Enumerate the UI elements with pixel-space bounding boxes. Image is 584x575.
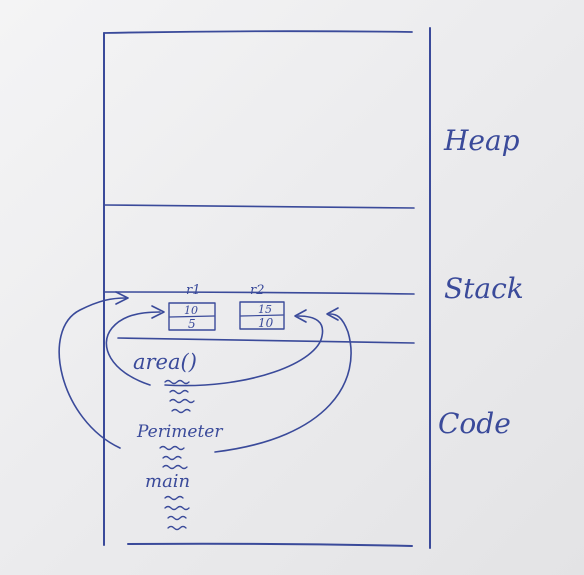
object-r1-bottom-value: 5 [188,317,196,331]
area-to-r2-arrowhead [294,309,307,323]
heap-stack-divider [103,204,415,209]
object-r2-box [239,301,285,330]
function-perimeter-label: Perimeter [136,422,223,442]
area-to-r1-arrowhead [151,305,165,319]
code-lines-area [164,379,195,414]
area-to-r1-arrow [105,311,161,386]
object-r1-name: r1 [186,283,201,298]
object-r2-top-value: 15 [258,303,272,316]
outer-reference-arrowhead [115,291,129,305]
area-to-r2-arrow [164,315,324,387]
code-lines-perimeter [159,445,188,470]
perimeter-to-r2-arrowhead [326,307,339,321]
perimeter-to-r2-arrow [214,313,352,453]
code-label: Code [438,407,511,440]
function-area-label: area() [133,350,197,374]
object-r2-field-divider [240,314,284,317]
function-main-label: main [145,471,190,492]
object-r1-field-divider [169,315,215,318]
object-r1-box [168,302,216,331]
object-r2-bottom-value: 10 [258,316,274,330]
object-r1: r1 10 5 [168,283,216,331]
memory-box-top-edge [103,30,413,34]
object-r2: r2 15 10 [239,283,285,330]
stack-frame-top-line [103,291,415,295]
object-r1-top-value: 10 [184,304,198,317]
code-lines-main [164,495,190,531]
memory-box-bottom-edge [127,542,413,547]
stack-frame-bottom-line [117,337,415,344]
object-r2-name: r2 [250,283,265,298]
heap-label: Heap [443,124,520,157]
stack-label: Stack [444,272,524,305]
outer-reference-arrow [58,297,127,449]
